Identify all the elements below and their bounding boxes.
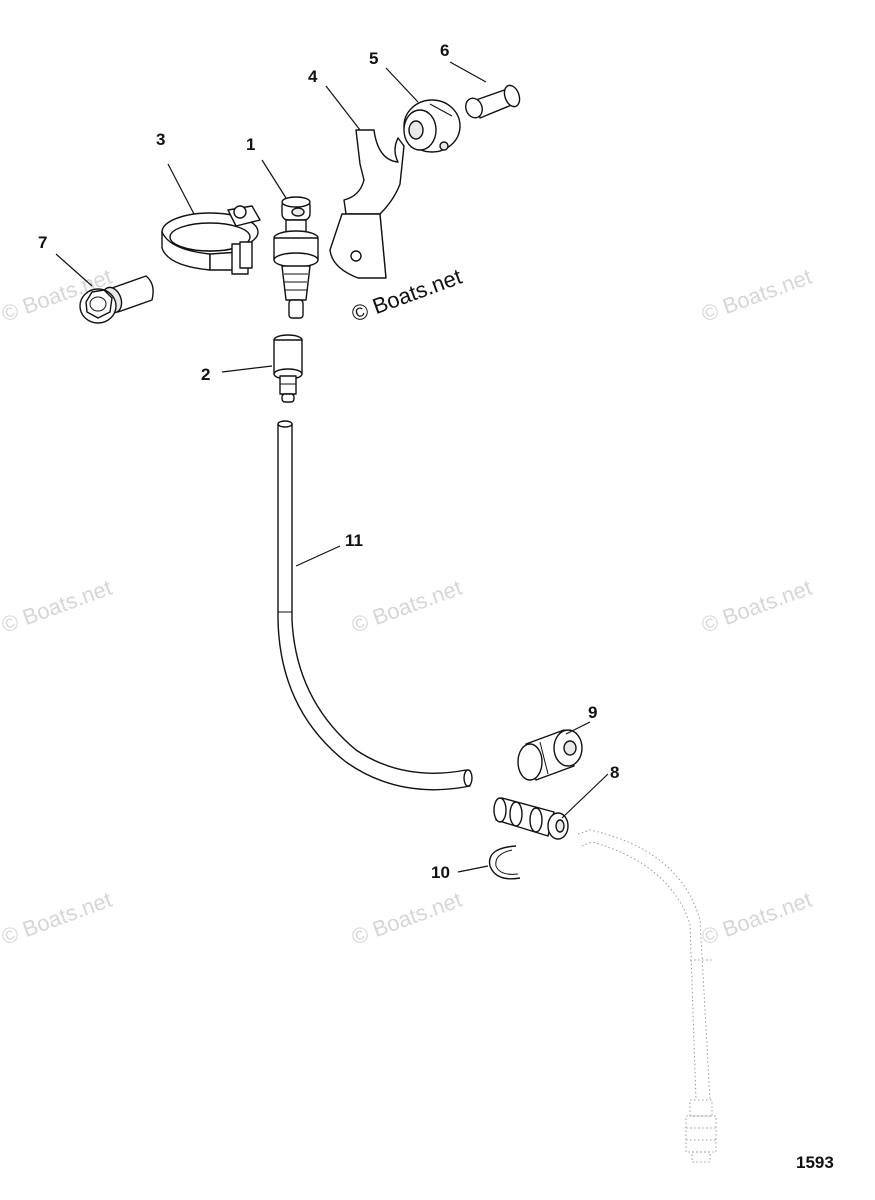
callout-1: 1	[246, 135, 255, 154]
callout-2: 2	[201, 365, 210, 384]
watermark: © Boats.net	[348, 887, 465, 950]
figure-number: 1593	[796, 1153, 834, 1172]
part-9-grommet	[517, 729, 583, 781]
callout-7: 7	[38, 233, 47, 252]
watermarks: © Boats.net © Boats.net © Boats.net © Bo…	[0, 264, 815, 950]
part-2-adapter	[273, 334, 303, 403]
part-11-hose	[277, 420, 473, 791]
callout-5: 5	[369, 49, 378, 68]
part-5-grommet	[403, 99, 461, 153]
callout-6: 6	[440, 41, 449, 60]
part-8-connector	[493, 797, 569, 840]
part-4-bracket	[329, 129, 405, 279]
part-10-retaining-ring	[488, 845, 521, 880]
watermark: © Boats.net	[698, 575, 815, 638]
callout-9: 9	[588, 703, 597, 722]
callout-10: 10	[431, 863, 450, 882]
leader-lines	[55, 61, 609, 873]
watermark: © Boats.net	[698, 264, 815, 327]
part-7-flange-bolt	[79, 275, 154, 324]
part-6-sleeve	[465, 84, 521, 119]
callout-3: 3	[156, 130, 165, 149]
callout-4: 4	[308, 67, 318, 86]
watermark: © Boats.net	[0, 887, 115, 950]
callout-8: 8	[610, 763, 619, 782]
callout-11: 11	[345, 531, 363, 550]
part-dotted-hose	[577, 829, 717, 1163]
watermark: © Boats.net	[0, 575, 115, 638]
part-1-fitting	[273, 196, 319, 319]
callouts: 1 2 3 4 5 6 7 8 9 10 11	[38, 41, 619, 882]
part-3-hose-clamp	[161, 205, 261, 275]
watermark: © Boats.net	[698, 887, 815, 950]
watermark: © Boats.net	[348, 575, 465, 638]
